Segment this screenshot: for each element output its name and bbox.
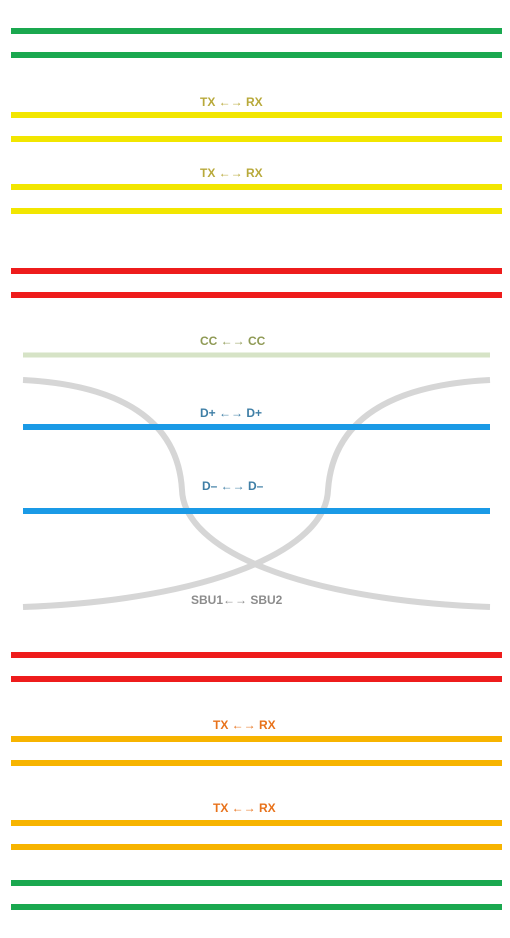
dplus-label: D+ ←→ D+	[200, 406, 263, 420]
tx-rx-label-3: TX ←→ RX	[213, 718, 276, 732]
sbu-label: SBU1←→ SBU2	[191, 593, 283, 607]
tx-rx-label-4: TX ←→ RX	[213, 801, 276, 815]
dminus-label: D– ←→ D–	[202, 479, 264, 493]
cc-label: CC ←→ CC	[200, 334, 266, 348]
sbu-crossing-curve-2	[22, 377, 491, 610]
sbu-crossing-curve-1	[22, 377, 491, 610]
tx-rx-label-1: TX ←→ RX	[200, 95, 263, 109]
tx-rx-label-2: TX ←→ RX	[200, 166, 263, 180]
